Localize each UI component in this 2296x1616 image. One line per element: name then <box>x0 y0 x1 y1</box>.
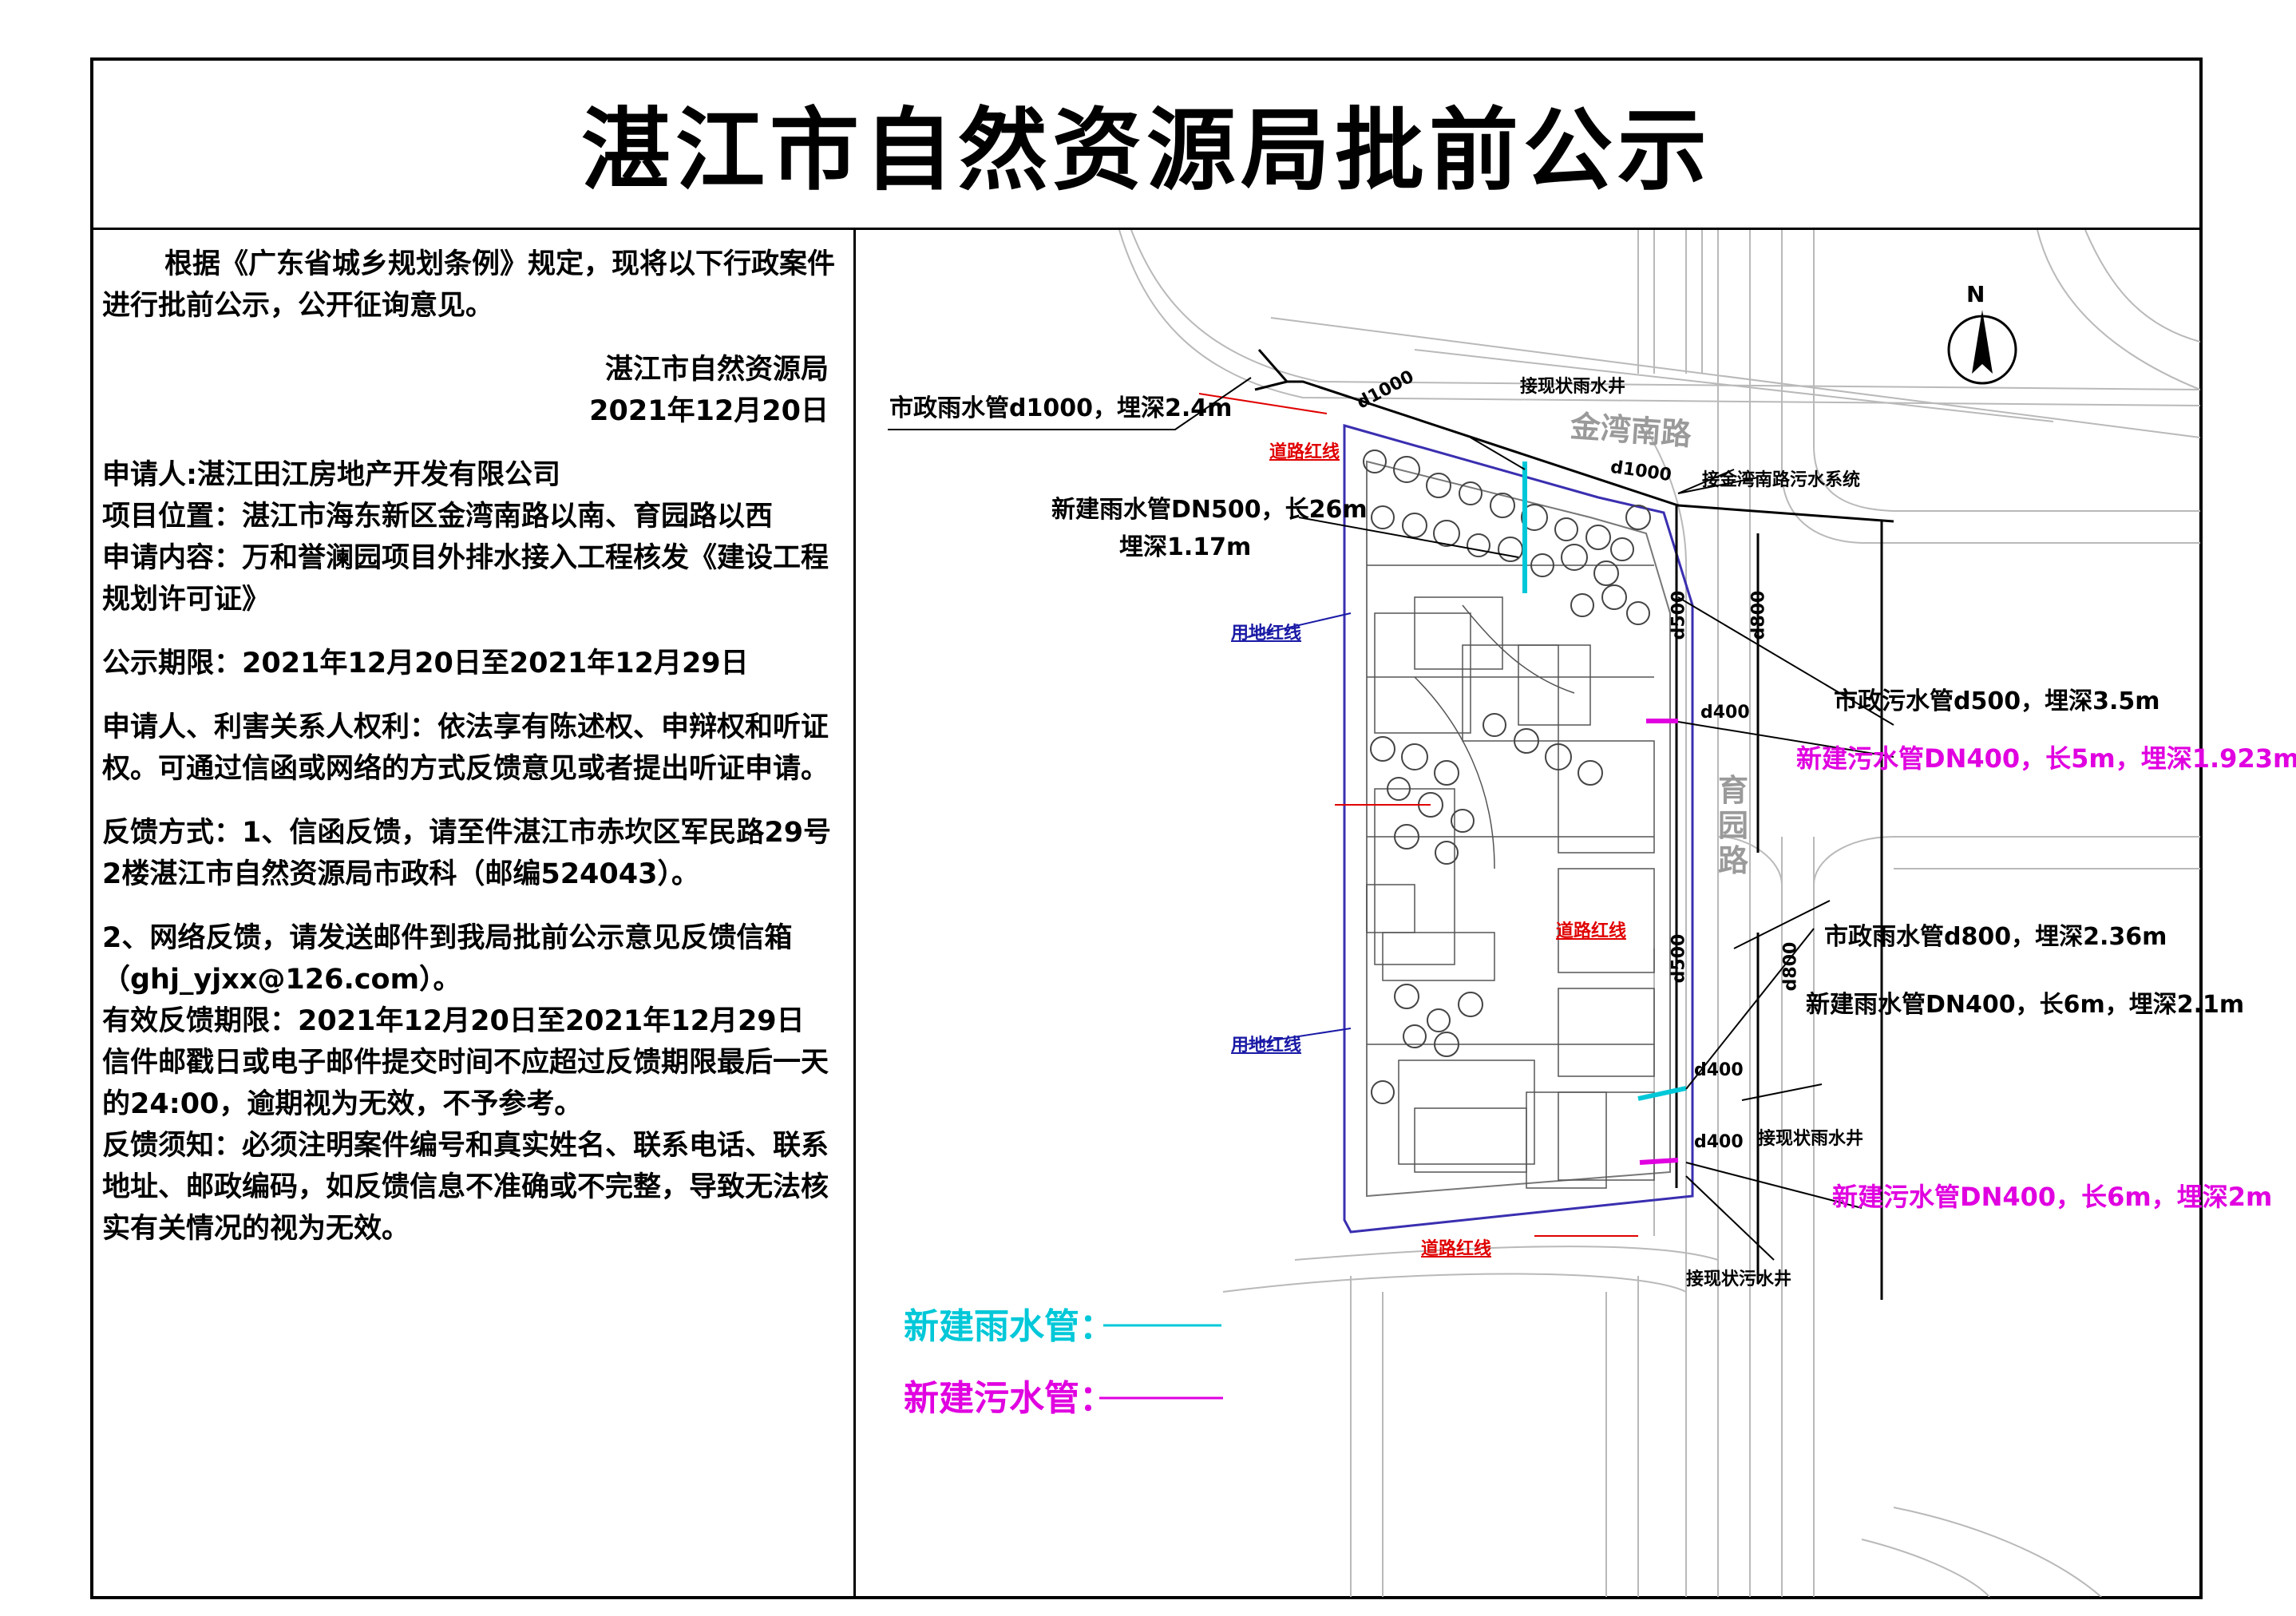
new-sewer-pipes <box>1639 719 1679 1165</box>
trees <box>1363 450 1651 1104</box>
road-yuyuan-label: 育园路 <box>1718 773 1749 878</box>
label-d400-c: d400 <box>1694 1132 1744 1152</box>
notice-location: 项目位置：湛江市海东新区金湾南路以南、育园路以西 <box>102 501 774 533</box>
label-d500-b: d500 <box>1669 933 1689 984</box>
label-road-red-3: 道路红线 <box>1421 1239 1492 1259</box>
label-d800-a: d800 <box>1748 590 1769 640</box>
notice-feedback-email: 2、网络反馈，请发送邮件到我局批前公示意见反馈信箱（ghj_yjxx@126.c… <box>102 922 793 996</box>
column-divider <box>853 230 856 1599</box>
notice-postmark: 信件邮戳日或电子邮件提交时间不应超过反馈期限最后一天的24:00，逾期视为无效，… <box>102 1047 829 1120</box>
label-well-rain-bottom: 接现状雨水井 <box>1758 1129 1864 1149</box>
label-rain-d800: 市政雨水管d800，埋深2.36m <box>1824 923 2167 951</box>
leader-lines <box>888 377 1894 1261</box>
inner-boundary <box>1366 460 1671 1198</box>
label-d400-a: d400 <box>1700 703 1750 723</box>
label-well-rain-top: 接现状雨水井 <box>1520 377 1626 397</box>
label-new-rain-dn400: 新建雨水管DN400，长6m，埋深2.1m <box>1806 991 2245 1019</box>
notice-panel: 根据《广东省城乡规划条例》规定，现将以下行政案件进行批前公示，公开征询意见。 湛… <box>102 244 845 1250</box>
land-leader-lines <box>1246 612 1352 1045</box>
notice-deadline: 有效反馈期限：2021年12月20日至2021年12月29日 <box>102 1005 805 1037</box>
notice-requirements: 反馈须知：必须注明案件编号和真实姓名、联系电话、联系地址、邮政编码，如反馈信息不… <box>102 1130 829 1245</box>
road-red-lines <box>1198 393 1638 1237</box>
label-new-sewer-5m: 新建污水管DN400，长5m，埋深1.923m <box>1796 743 2296 774</box>
legend-sewer-label: 新建污水管： <box>904 1378 1114 1419</box>
road-jinwan-label: 金湾南路 <box>1569 408 1693 453</box>
label-road-red-1: 道路红线 <box>1269 442 1340 462</box>
label-rain-d1000: 市政雨水管d1000，埋深2.4m <box>889 394 1233 422</box>
notice-intro: 根据《广东省城乡规划条例》规定，现将以下行政案件进行批前公示，公开征询意见。 <box>102 248 836 322</box>
label-well-sewer: 接现状污水井 <box>1686 1269 1792 1289</box>
label-d500-a: d500 <box>1669 590 1689 640</box>
legend-rain-label: 新建雨水管： <box>904 1306 1114 1347</box>
label-new-sewer-6m: 新建污水管DN400，长6m，埋深2m <box>1832 1182 2273 1212</box>
notice-content: 申请内容：万和誉澜园项目外排水接入工程核发《建设工程规划许可证》 <box>102 542 829 616</box>
north-arrow-icon <box>1947 310 2017 385</box>
notice-feedback-mail: 反馈方式：1、信函反馈，请至件湛江市赤坎区军民路29号2楼湛江市自然资源局市政科… <box>102 817 832 890</box>
road-outlines <box>1118 230 2200 1597</box>
title-bar: 湛江市自然资源局批前公示 <box>90 57 2203 230</box>
notice-date: 2021年12月20日 <box>589 395 829 427</box>
notice-issuer: 湛江市自然资源局 <box>604 354 829 386</box>
label-d400-b: d400 <box>1694 1060 1744 1080</box>
notice-applicant: 申请人:湛江田江房地产开发有限公司 <box>102 459 560 491</box>
north-label: N <box>1966 281 1985 307</box>
label-d800-b: d800 <box>1780 941 1801 992</box>
notice-period: 公示期限：2021年12月20日至2021年12月29日 <box>102 648 749 679</box>
site-plan-drawing <box>888 230 2200 1597</box>
label-sewer-jinwan: 接金湾南路污水系统 <box>1702 470 1861 490</box>
label-new-rain-dn500-depth: 埋深1.17m <box>1119 533 1252 561</box>
notice-rights: 申请人、利害关系人权利：依法享有陈述权、申辩权和听证权。可通过信函或网络的方式反… <box>102 711 829 785</box>
label-new-rain-dn500: 新建雨水管DN500，长26m <box>1051 496 1368 524</box>
label-sewer-d500: 市政污水管d500，埋深3.5m <box>1834 687 2160 715</box>
label-road-red-2: 道路红线 <box>1556 921 1627 941</box>
land-boundary <box>1343 424 1694 1234</box>
buildings <box>1366 564 1655 1189</box>
label-land-red-1: 用地红线 <box>1231 624 1302 644</box>
site-plan: N 金湾南路 育园路 市政雨水管d1000，埋深2.4m d1000 d1000… <box>856 230 2296 1597</box>
page-title: 湛江市自然资源局批前公示 <box>581 98 1712 203</box>
document-frame <box>90 57 2203 1599</box>
label-land-red-2: 用地红线 <box>1231 1036 1302 1056</box>
municipal-pipes <box>1254 349 1894 1300</box>
